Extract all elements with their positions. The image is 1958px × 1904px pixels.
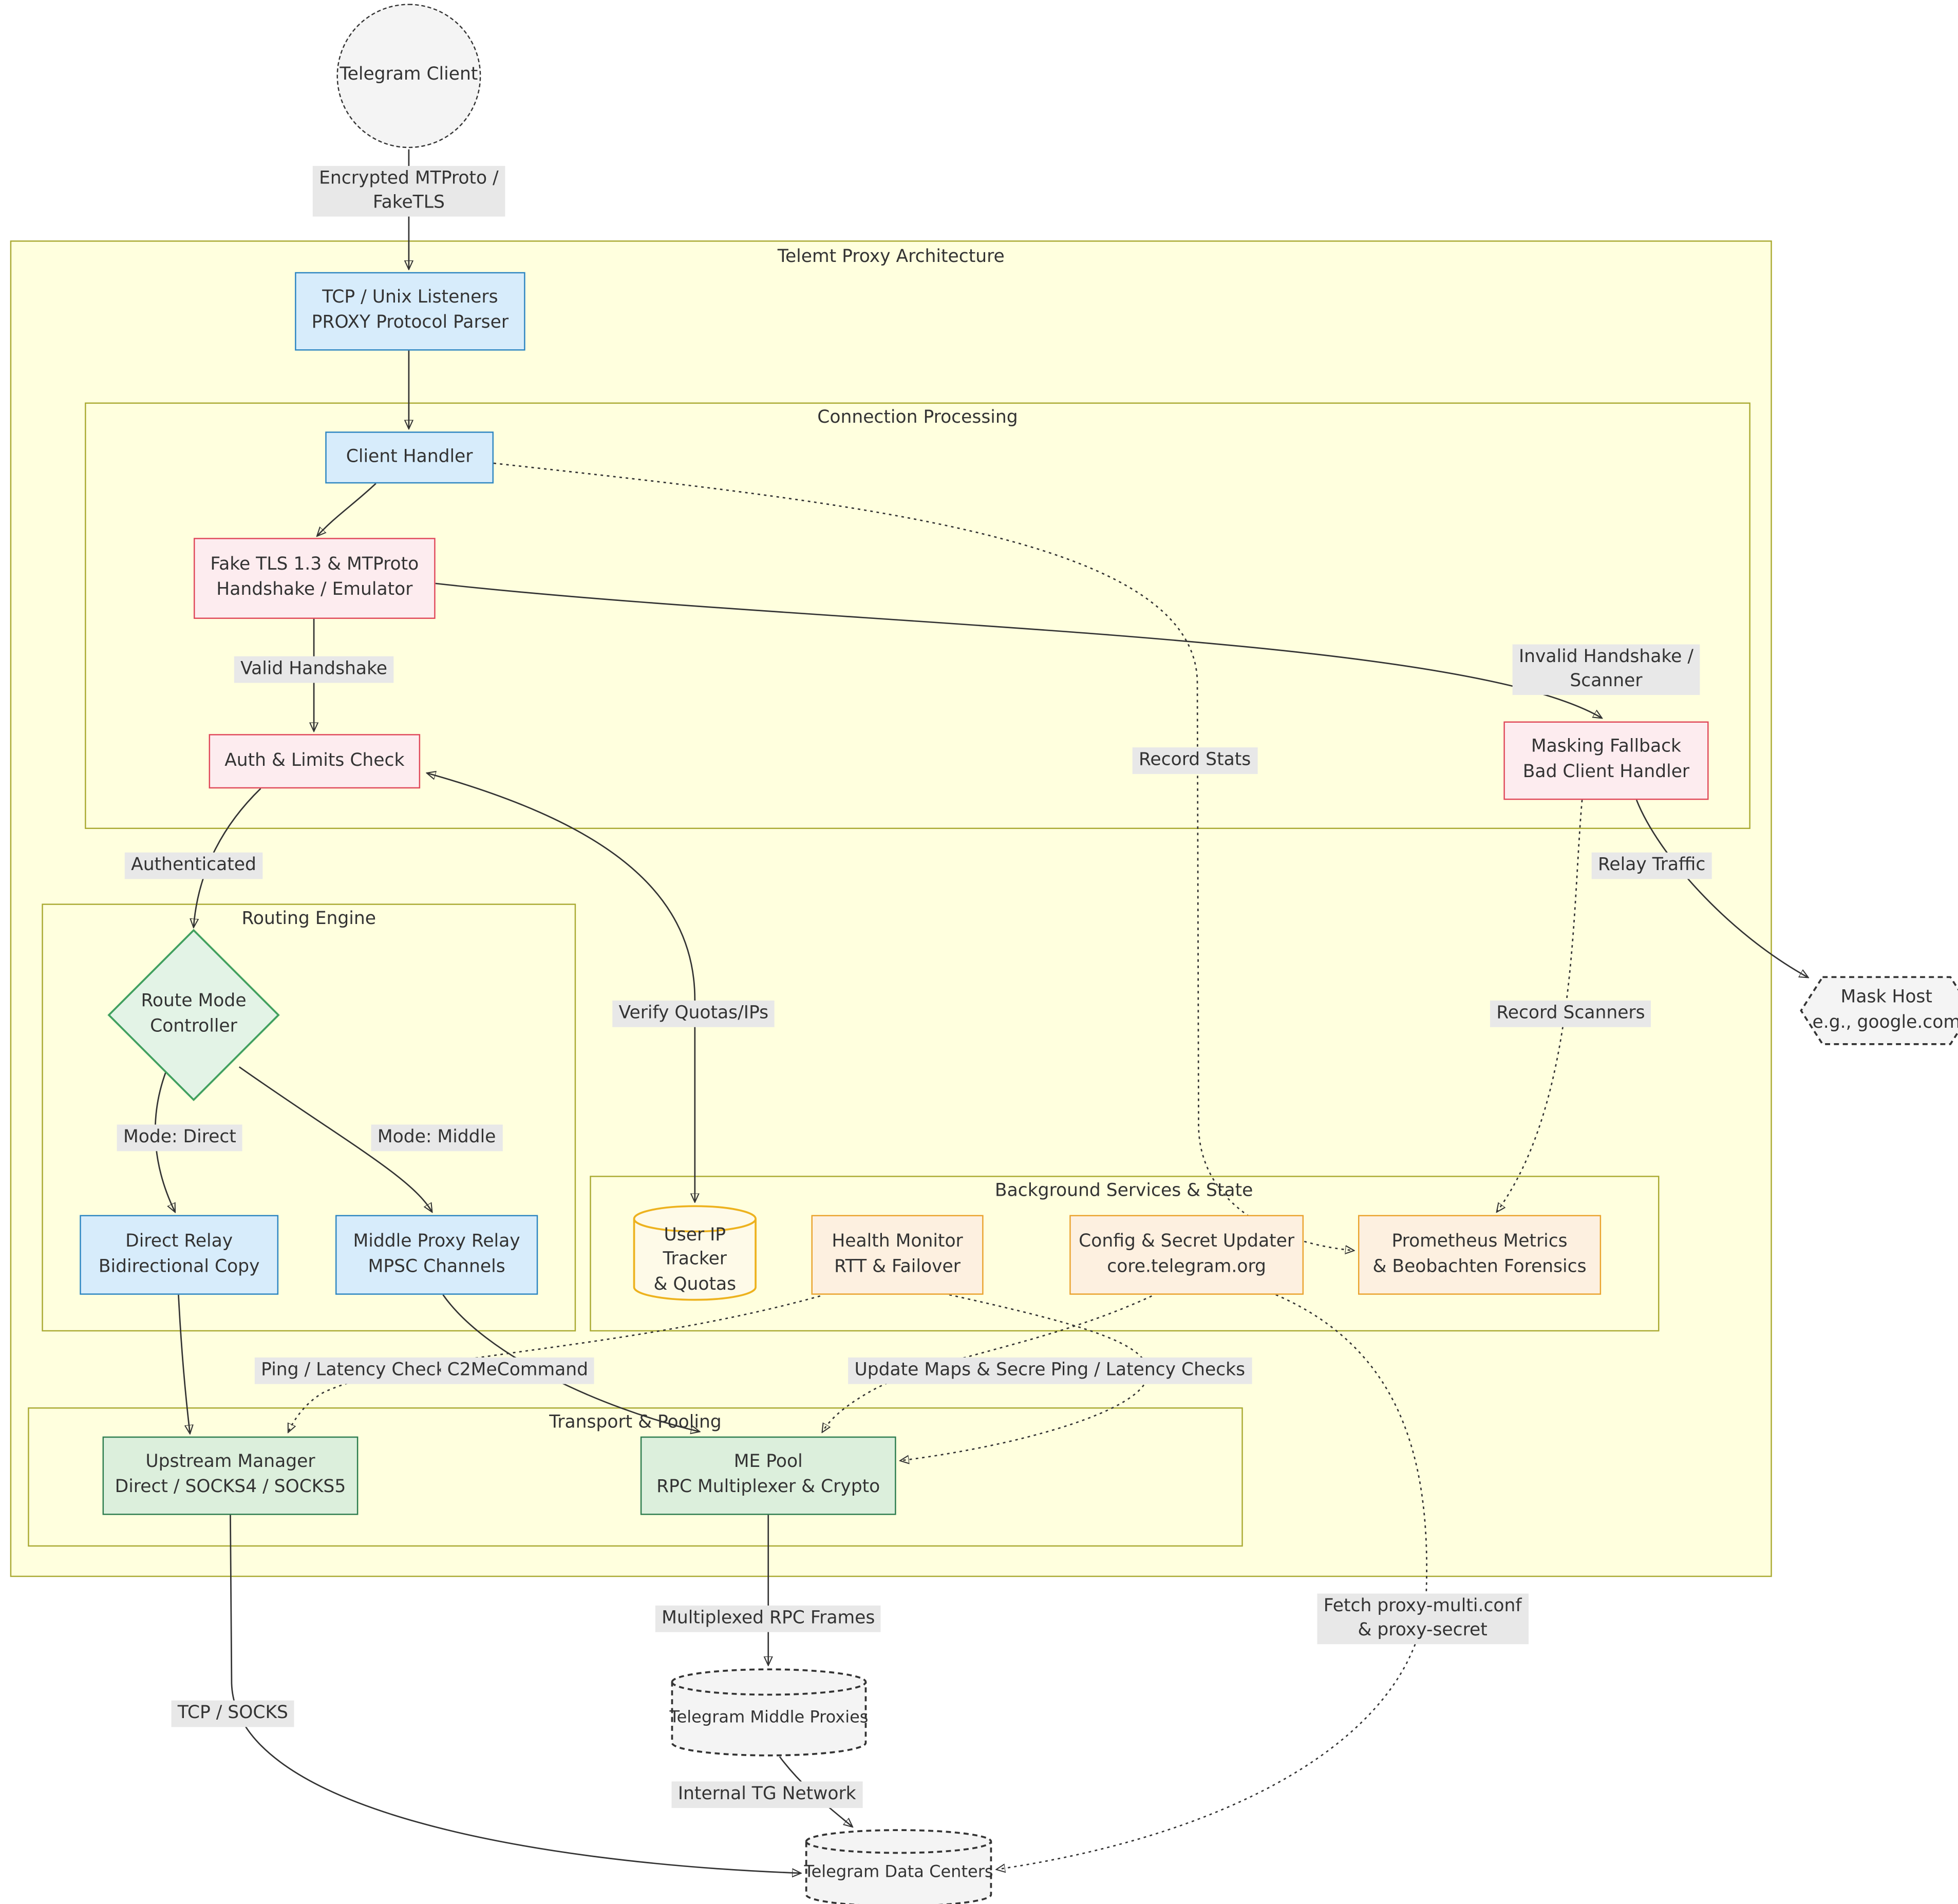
node-tcp-unix-listeners: TCP / Unix Listeners PROXY Protocol Pars…: [295, 272, 525, 351]
node-me-pool: ME Pool RPC Multiplexer & Crypto: [640, 1436, 896, 1515]
edge-label-multiplexed-rpc: Multiplexed RPC Frames: [655, 1605, 881, 1632]
node-me-pool-line1: ME Pool: [733, 1452, 803, 1473]
edge-label-internal-tg: Internal TG Network: [671, 1781, 862, 1808]
node-health-monitor-line2: RTT & Failover: [834, 1256, 961, 1277]
node-masking-fallback-line2: Bad Client Handler: [1522, 762, 1690, 782]
edge-label-record-stats: Record Stats: [1132, 747, 1257, 774]
database-cylinder-icon: [805, 1829, 992, 1904]
node-telegram-middle-proxies: Telegram Middle Proxies: [669, 1668, 869, 1757]
node-direct-relay-line1: Direct Relay: [125, 1231, 233, 1252]
edge-label-invalid-handshake-line2: Scanner: [1570, 670, 1643, 691]
edge-label-encrypted: Encrypted MTProto / FakeTLS: [312, 166, 505, 217]
edge-label-c2me-command: C2MeCommand: [441, 1357, 595, 1384]
node-user-ip-tracker-text: User IP Tracker & Quotas: [633, 1208, 757, 1297]
edge-label-invalid-handshake: Invalid Handshake / Scanner: [1512, 644, 1700, 695]
node-prometheus-metrics: Prometheus Metrics & Beobachten Forensic…: [1358, 1215, 1602, 1295]
node-middle-proxy-relay: Middle Proxy Relay MPSC Channels: [335, 1215, 538, 1295]
node-fake-tls-handshake: Fake TLS 1.3 & MTProto Handshake / Emula…: [194, 538, 436, 619]
edge-label-mode-middle: Mode: Middle: [371, 1124, 502, 1151]
node-upstream-manager: Upstream Manager Direct / SOCKS4 / SOCKS…: [102, 1436, 359, 1515]
edge-health-to-upstream: [289, 1295, 821, 1431]
node-telegram-client: Telegram Client: [336, 4, 481, 148]
node-mask-host: Mask Host e.g., google.com: [1800, 976, 1958, 1046]
edge-label-ping-latency-left: Ping / Latency Checks: [254, 1357, 462, 1384]
node-middle-proxy-relay-line2: MPSC Channels: [368, 1256, 505, 1277]
diamond-shape-icon: [107, 929, 280, 1101]
node-health-monitor: Health Monitor RTT & Failover: [811, 1215, 984, 1295]
node-config-secret-updater: Config & Secret Updater core.telegram.or…: [1069, 1215, 1304, 1295]
node-fake-tls-handshake-line1: Fake TLS 1.3 & MTProto: [210, 555, 419, 575]
edge-faketls-to-masking: [435, 582, 1601, 718]
node-telegram-data-centers-label: Telegram Data Centers: [804, 1863, 993, 1883]
node-prometheus-metrics-line1: Prometheus Metrics: [1391, 1231, 1568, 1252]
edge-label-ping-latency-right: Ping / Latency Checks: [1044, 1357, 1252, 1384]
container-transport-pooling-title: Transport & Pooling: [549, 1412, 722, 1433]
node-tcp-unix-listeners-line1: TCP / Unix Listeners: [322, 288, 498, 308]
edge-label-relay-traffic: Relay Traffic: [1591, 852, 1712, 879]
node-me-pool-line2: RPC Multiplexer & Crypto: [656, 1477, 880, 1498]
database-cylinder-icon: [671, 1668, 867, 1757]
edge-label-record-scanners: Record Scanners: [1490, 1001, 1651, 1027]
node-config-secret-updater-line2: core.telegram.org: [1107, 1256, 1266, 1277]
edge-label-fetch-conf-line2: & proxy-secret: [1358, 1620, 1488, 1641]
edge-masking-to-maskhost: [1635, 799, 1808, 977]
edge-directrelay-to-upstream: [178, 1294, 190, 1433]
node-upstream-manager-line1: Upstream Manager: [145, 1452, 315, 1473]
node-auth-limits-check: Auth & Limits Check: [209, 734, 421, 789]
container-background-services-title: Background Services & State: [994, 1181, 1253, 1201]
edge-config-to-datacenters: [997, 1294, 1427, 1870]
node-client-handler-label: Client Handler: [346, 446, 473, 467]
node-mask-host-text: Mask Host e.g., google.com: [1813, 986, 1958, 1035]
node-masking-fallback-line1: Masking Fallback: [1531, 737, 1682, 758]
container-routing-engine-title: Routing Engine: [241, 909, 376, 929]
edge-label-encrypted-line1: Encrypted MTProto /: [319, 168, 499, 189]
edge-label-encrypted-line2: FakeTLS: [372, 192, 445, 213]
container-connection-processing-title: Connection Processing: [817, 407, 1018, 428]
node-user-ip-tracker-line2: & Quotas: [653, 1274, 737, 1295]
edge-upstream-to-datacenters: [230, 1515, 800, 1873]
node-middle-proxy-relay-line1: Middle Proxy Relay: [353, 1231, 520, 1252]
node-user-ip-tracker: User IP Tracker & Quotas: [633, 1205, 757, 1301]
hexagon-shape-icon: [1800, 976, 1958, 1045]
node-route-mode-controller-line2: Controller: [150, 1016, 237, 1037]
edge-handler-to-prometheus: [493, 462, 1353, 1251]
edge-label-fetch-conf-line1: Fetch proxy-multi.conf: [1323, 1596, 1522, 1616]
edge-handler-to-faketls: [317, 483, 376, 535]
node-telegram-middle-proxies-label: Telegram Middle Proxies: [669, 1708, 869, 1728]
node-direct-relay: Direct Relay Bidirectional Copy: [80, 1215, 279, 1295]
node-health-monitor-line1: Health Monitor: [832, 1231, 963, 1252]
node-fake-tls-handshake-line2: Handshake / Emulator: [216, 579, 413, 600]
edge-label-authenticated: Authenticated: [124, 852, 263, 879]
node-route-mode-controller-text: Route Mode Controller: [141, 990, 246, 1040]
node-masking-fallback: Masking Fallback Bad Client Handler: [1503, 721, 1709, 800]
node-mask-host-line2: e.g., google.com: [1812, 1012, 1958, 1032]
node-upstream-manager-line2: Direct / SOCKS4 / SOCKS5: [115, 1477, 346, 1498]
node-auth-limits-check-label: Auth & Limits Check: [224, 750, 405, 770]
node-config-secret-updater-line1: Config & Secret Updater: [1079, 1231, 1295, 1252]
node-telegram-data-centers: Telegram Data Centers: [804, 1829, 993, 1904]
edge-masking-to-prometheus: [1497, 800, 1583, 1211]
edge-label-mode-direct: Mode: Direct: [117, 1124, 243, 1151]
node-telegram-client-label: Telegram Client: [340, 65, 478, 85]
edge-label-fetch-conf: Fetch proxy-multi.conf & proxy-secret: [1317, 1593, 1528, 1644]
edge-label-invalid-handshake-line1: Invalid Handshake /: [1518, 647, 1693, 667]
database-cylinder-icon: [633, 1205, 757, 1301]
node-prometheus-metrics-line2: & Beobachten Forensics: [1372, 1256, 1587, 1277]
edge-label-valid-handshake: Valid Handshake: [234, 656, 394, 683]
edge-label-tcp-socks: TCP / SOCKS: [171, 1700, 295, 1727]
edge-routemode-to-middlerelay: [238, 1066, 432, 1211]
edge-auth-iptracker: [428, 774, 695, 1201]
container-proxy-architecture-title: Telemt Proxy Architecture: [777, 247, 1005, 267]
node-mask-host-line1: Mask Host: [1840, 987, 1932, 1008]
node-route-mode-controller: Route Mode Controller: [107, 929, 280, 1101]
node-client-handler: Client Handler: [325, 431, 494, 484]
edge-label-update-maps: Update Maps & Secrets: [848, 1357, 1068, 1384]
node-user-ip-tracker-line1: User IP Tracker: [663, 1224, 727, 1270]
node-route-mode-controller-line1: Route Mode: [141, 991, 247, 1012]
node-direct-relay-line2: Bidirectional Copy: [98, 1256, 260, 1277]
node-tcp-unix-listeners-line2: PROXY Protocol Parser: [311, 312, 509, 333]
edge-label-verify-quotas: Verify Quotas/IPs: [612, 1001, 775, 1027]
